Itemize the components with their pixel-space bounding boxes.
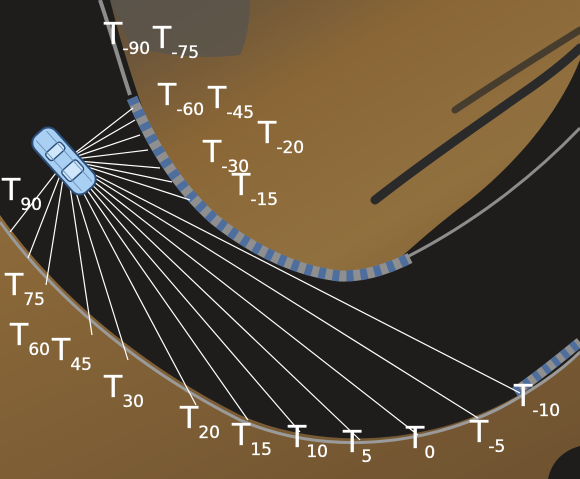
ray-label-letter: T <box>4 268 24 303</box>
sensor-ray <box>65 159 479 419</box>
ray-label: T-90 <box>103 17 150 59</box>
track-stripe <box>451 26 580 114</box>
ray-label: T-30 <box>202 135 249 177</box>
sensor-ray <box>65 159 249 421</box>
ray-label-subscript: -75 <box>171 43 199 63</box>
ray-label-letter: T <box>51 333 71 368</box>
ray-label-subscript: -30 <box>221 157 249 177</box>
ray-label: T-20 <box>257 116 304 158</box>
ray-label-subscript: 20 <box>198 423 220 443</box>
car-icon <box>31 126 97 196</box>
ray-label-letter: T <box>103 17 123 52</box>
ray-label-subscript: -20 <box>276 138 304 158</box>
inner-ground <box>110 0 580 274</box>
ray-label: T10 <box>287 420 328 462</box>
ray-label: T-15 <box>231 168 278 210</box>
ray-label: T-10 <box>513 379 560 421</box>
ray-label-letter: T <box>513 379 533 414</box>
ray-label-subscript: -10 <box>532 401 560 421</box>
ray-label-letter: T <box>469 415 489 450</box>
sensor-ray <box>65 119 136 161</box>
ray-label-subscript: 30 <box>122 392 144 412</box>
outer-ground <box>0 215 580 479</box>
ray-label-letter: T <box>231 168 251 203</box>
ray-label: T45 <box>51 333 92 375</box>
ray-label-letter: T <box>152 21 172 56</box>
ray-label-letter: T <box>231 418 251 453</box>
ray-label-subscript: -45 <box>226 103 254 123</box>
right-kerb-dashes <box>512 338 580 397</box>
ray-label: T90 <box>1 173 42 215</box>
ray-label: T75 <box>4 268 45 310</box>
sensor-ray <box>65 159 197 406</box>
sensor-rays <box>9 107 521 441</box>
ray-label-letter: T <box>207 81 227 116</box>
ray-label-subscript: 0 <box>424 443 435 463</box>
inner-kerb-dashes <box>126 95 413 282</box>
ray-label-letter: T <box>103 370 123 405</box>
ray-label: T-5 <box>469 415 505 457</box>
ray-label-letter: T <box>342 425 362 460</box>
ray-label: T0 <box>405 421 435 463</box>
ray-label: T-45 <box>207 81 254 123</box>
track-stripe <box>370 43 580 205</box>
ray-label-subscript: 5 <box>361 447 372 467</box>
ray-label-letter: T <box>9 318 29 353</box>
sensor-ray <box>65 159 419 436</box>
outer-edge-line <box>0 221 580 445</box>
ground-patch-br <box>548 446 580 479</box>
ray-label-subscript: 60 <box>28 340 50 360</box>
ray-label-letter: T <box>1 173 21 208</box>
ray-label-subscript: 90 <box>20 195 42 215</box>
right-lane <box>410 130 580 385</box>
ray-label-letter: T <box>257 116 277 151</box>
ray-label-subscript: -90 <box>122 39 150 59</box>
ray-label-letter: T <box>287 420 307 455</box>
ray-label-letter: T <box>405 421 425 456</box>
ray-label-letter: T <box>202 135 222 170</box>
ray-label: T30 <box>103 370 144 412</box>
ray-label-subscript: 75 <box>23 290 45 310</box>
ray-label-letter: T <box>179 401 199 436</box>
ray-label: T60 <box>9 318 50 360</box>
ray-label-letter: T <box>157 78 177 113</box>
ray-label-subscript: -60 <box>176 100 204 120</box>
right-lane-edge <box>404 126 580 260</box>
ray-label: T-60 <box>157 78 204 120</box>
ray-label-subscript: -5 <box>488 437 505 457</box>
sensor-ray <box>65 159 361 441</box>
ray-label: T15 <box>231 418 272 460</box>
sensor-ray <box>65 159 521 394</box>
ray-label-subscript: 10 <box>306 442 328 462</box>
ray-label: T20 <box>179 401 220 443</box>
ray-label-subscript: 45 <box>70 355 92 375</box>
ray-label: T-75 <box>152 21 199 63</box>
ground-patch <box>110 0 250 57</box>
sensor-ray <box>65 159 301 433</box>
left-edge-line <box>98 0 132 96</box>
sensor-ray <box>65 107 134 161</box>
ray-label-subscript: 15 <box>250 440 272 460</box>
ray-label-subscript: -15 <box>250 190 278 210</box>
ray-label: T5 <box>342 425 372 467</box>
